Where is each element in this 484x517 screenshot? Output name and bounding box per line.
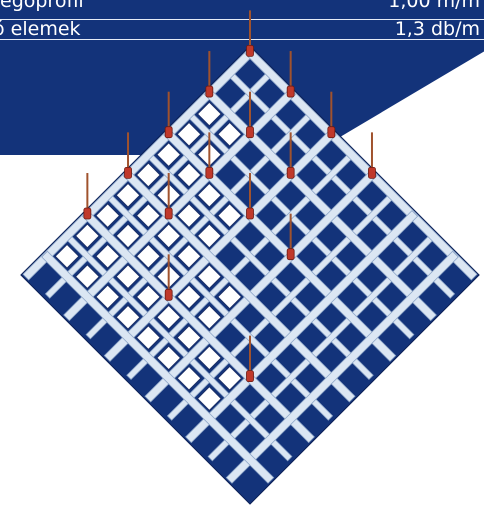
ceiling-tile <box>217 365 243 391</box>
suspension-hanger-icon <box>83 207 92 220</box>
ceiling-tile <box>176 162 202 188</box>
ceiling-tile <box>54 243 80 269</box>
ceiling-tile <box>196 223 222 249</box>
ceiling-tile <box>95 203 121 229</box>
ceiling-tile <box>176 121 202 147</box>
suspension-hanger-icon <box>164 207 173 220</box>
ceiling-tile <box>74 223 100 249</box>
main-runner <box>185 210 419 444</box>
suspension-hanger-icon <box>124 166 132 179</box>
ceiling-tile <box>217 284 243 310</box>
spec-value: 1,3 db/m <box>394 18 480 40</box>
ceiling-tile <box>176 325 202 351</box>
spec-row-main-profile: egoprofil 1,00 m/m <box>0 0 484 11</box>
ceiling-tile <box>196 304 222 330</box>
spec-name: ó elemek <box>0 18 81 40</box>
suspension-hanger-icon <box>286 248 295 261</box>
ceiling-tile <box>196 386 222 412</box>
suspension-hanger-icon <box>164 288 173 301</box>
ceiling-tile <box>135 284 161 310</box>
ceiling-grid <box>20 45 480 505</box>
ceiling-tile <box>115 264 141 290</box>
hangers <box>83 10 376 383</box>
ceiling-tile <box>156 223 182 249</box>
ceiling-panel <box>20 45 480 505</box>
ceiling-tile <box>115 182 141 208</box>
ceiling-tile <box>217 121 243 147</box>
suspension-hanger-icon <box>205 85 214 98</box>
ceiling-tile <box>176 284 202 310</box>
suspension-hanger-icon <box>246 207 254 220</box>
ceiling-tile <box>196 182 222 208</box>
ceiling-tile <box>176 365 202 391</box>
ceiling-tile <box>95 243 121 269</box>
ceiling-tile <box>115 223 141 249</box>
main-runner <box>225 250 459 484</box>
ceiling-tile <box>135 203 161 229</box>
suspension-hanger-icon <box>368 166 376 179</box>
suspension-hanger-icon <box>286 166 295 179</box>
ceiling-tile <box>217 203 243 229</box>
ceiling-tile <box>196 345 222 371</box>
ceiling-tile <box>176 243 202 269</box>
suspension-hanger-icon <box>164 126 173 139</box>
ceiling-tile <box>135 243 161 269</box>
spec-value: 1,00 m/m <box>388 0 480 12</box>
suspension-hanger-icon <box>327 126 336 139</box>
spec-name: egoprofil <box>0 0 84 12</box>
ceiling-tile <box>74 264 100 290</box>
ceiling-tile <box>115 304 141 330</box>
ceiling-tile <box>135 325 161 351</box>
ceiling-tile <box>196 101 222 127</box>
suspension-hanger-icon <box>286 85 295 98</box>
spec-row-elements: ó elemek 1,3 db/m <box>0 19 484 39</box>
spec-table: egoprofil 1,00 m/m ó elemek 1,3 db/m <box>0 0 484 40</box>
suspension-hanger-icon <box>205 166 214 179</box>
ceiling-tile <box>95 284 121 310</box>
ceiling-tile <box>196 264 222 290</box>
spec-divider <box>0 19 484 20</box>
suspension-hanger-icon <box>246 126 254 139</box>
suspension-hanger-icon <box>246 370 254 383</box>
ceiling-tile <box>176 203 202 229</box>
ceiling-tile <box>135 162 161 188</box>
main-runner <box>41 250 275 484</box>
suspension-hanger-icon <box>246 44 254 57</box>
ceiling-tile <box>156 142 182 168</box>
spec-divider <box>0 39 484 40</box>
ceiling-tile <box>156 304 182 330</box>
ceiling-tile <box>156 345 182 371</box>
